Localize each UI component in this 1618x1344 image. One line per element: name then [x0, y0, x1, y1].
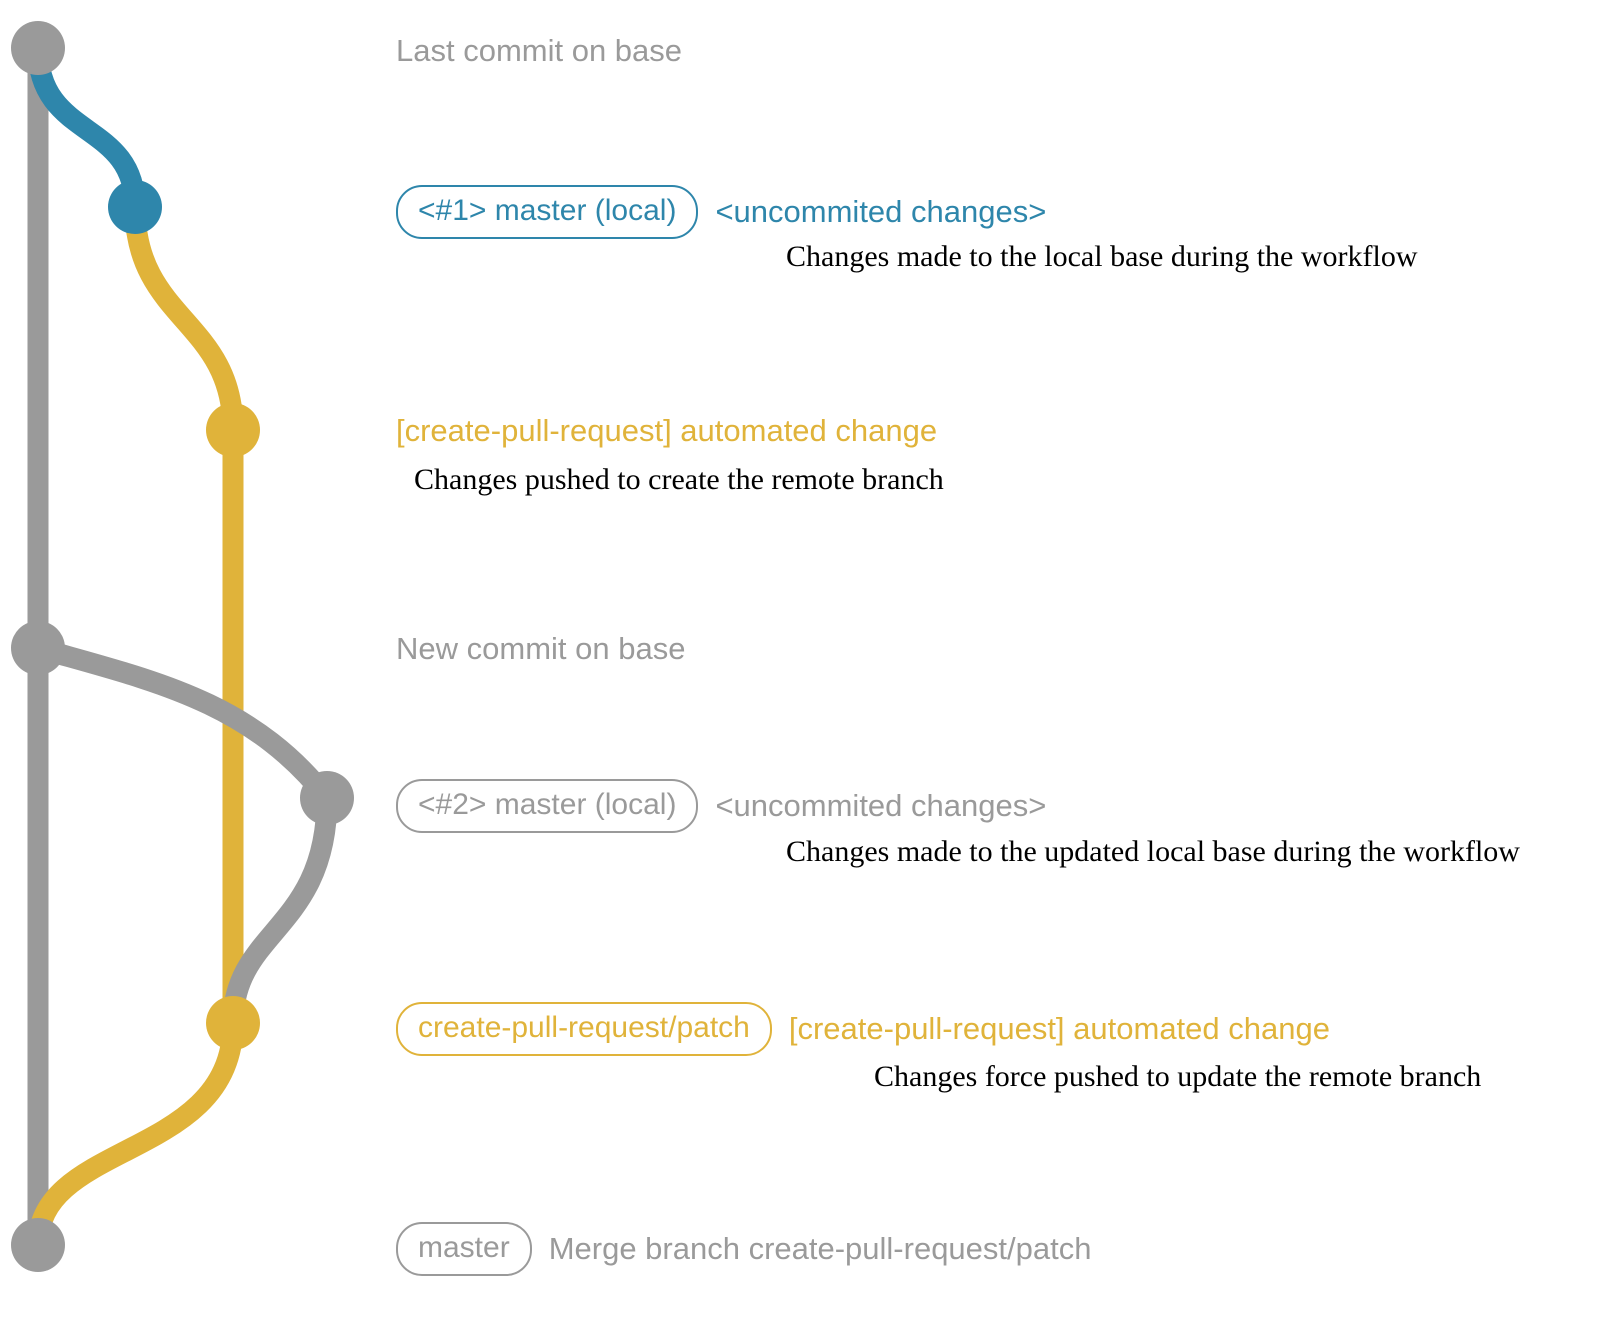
node-new-commit-on-base [11, 621, 65, 675]
local-branch-line [27, 37, 146, 218]
badge-create-pull-request-patch[interactable]: create-pull-request/patch [396, 1002, 772, 1056]
badge-master-local-2[interactable]: <#2> master (local) [396, 779, 699, 833]
node-last-commit-on-base [11, 21, 65, 75]
node-master-local-2 [300, 771, 354, 825]
badge-line-master-local-2: <#2> master (local) <uncommited changes> [396, 779, 1046, 833]
description-create-pull-request-patch: Changes force pushed to update the remot… [874, 1060, 1482, 1093]
caption-master-local-1: <uncommited changes> [715, 194, 1047, 229]
updated-local-to-patch-line [222, 787, 338, 1034]
description-automated-change-1: Changes pushed to create the remote bran… [414, 463, 944, 496]
row-master-local-2: <#2> master (local) <uncommited changes> [396, 779, 1046, 833]
row-new-commit-on-base: New commit on base [396, 630, 685, 668]
row-master-local-1: <#1> master (local) <uncommited changes> [396, 185, 1046, 239]
label-new-commit-on-base: New commit on base [396, 631, 686, 666]
node-create-pull-request-patch [206, 996, 260, 1050]
row-last-commit-on-base: Last commit on base [396, 32, 682, 70]
description-master-local-2: Changes made to the updated local base d… [786, 835, 1520, 868]
node-master-merge [11, 1218, 65, 1272]
badge-line-create-pull-request-patch: create-pull-request/patch [create-pull-r… [396, 1002, 1330, 1056]
badge-line-master-local-1: <#1> master (local) <uncommited changes> [396, 185, 1046, 239]
description-master-local-1: Changes made to the local base during th… [786, 240, 1418, 273]
node-automated-change-1 [206, 403, 260, 457]
node-master-local-1 [108, 180, 162, 234]
badge-master-merge[interactable]: master [396, 1222, 532, 1276]
patch-branch-line-upper [124, 196, 244, 441]
badge-line-master-merge: master Merge branch create-pull-request/… [396, 1222, 1091, 1276]
patch-merge-line [27, 1012, 244, 1256]
row-master-merge: master Merge branch create-pull-request/… [396, 1222, 1091, 1276]
badge-master-local-1[interactable]: <#1> master (local) [396, 185, 699, 239]
commit-graph [11, 21, 354, 1272]
caption-master-local-2: <uncommited changes> [715, 788, 1047, 823]
row-automated-change-1: [create-pull-request] automated change [396, 412, 937, 450]
caption-master-merge: Merge branch create-pull-request/patch [548, 1231, 1092, 1266]
updated-local-branch-line [27, 637, 338, 809]
label-automated-change-1: [create-pull-request] automated change [396, 413, 938, 448]
label-last-commit-on-base: Last commit on base [396, 33, 683, 68]
row-create-pull-request-patch: create-pull-request/patch [create-pull-r… [396, 1002, 1330, 1056]
caption-create-pull-request-patch: [create-pull-request] automated change [788, 1011, 1330, 1046]
